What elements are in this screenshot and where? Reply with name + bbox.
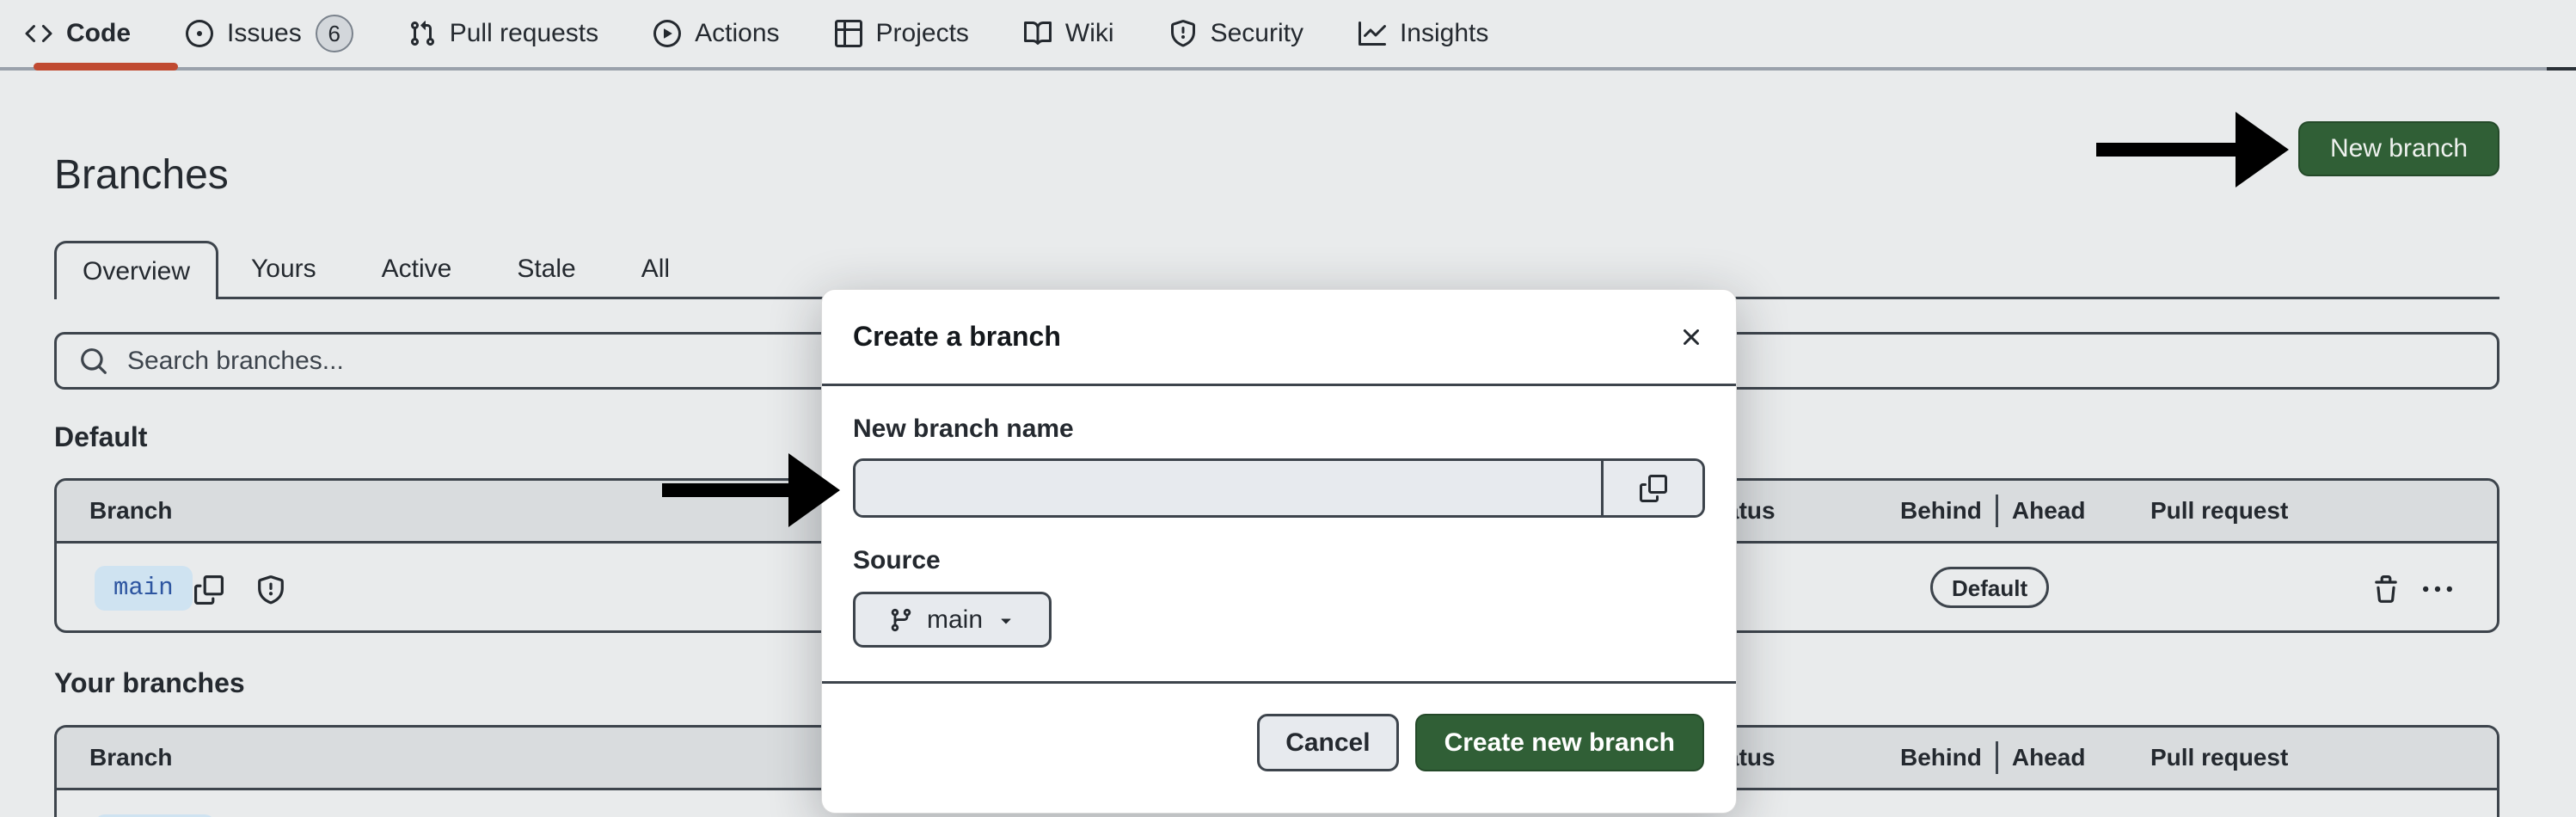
selected-tab-underline	[34, 63, 178, 71]
new-branch-button[interactable]: New branch	[2298, 121, 2499, 176]
nav-tab-wiki[interactable]: Wiki	[1023, 0, 1114, 67]
nav-tab-code[interactable]: Code	[25, 0, 178, 71]
modal-body: New branch name Source main	[822, 415, 1736, 648]
git-pull-request-icon	[410, 21, 434, 46]
default-branch-badge: Default	[1930, 567, 2050, 608]
column-behind: Behind	[1900, 744, 1982, 771]
play-icon	[653, 20, 682, 47]
branch-protection-button[interactable]	[256, 573, 291, 607]
table-row-partial	[57, 790, 2497, 817]
annotation-arrow-new-branch	[2096, 112, 2289, 187]
nav-tab-label: Wiki	[1064, 19, 1114, 47]
modal-footer-divider	[822, 681, 1736, 684]
git-branch-icon	[891, 608, 911, 631]
tab-list: Yours Active Stale All	[218, 241, 702, 298]
branch-menu-button[interactable]	[2423, 573, 2457, 607]
source-branch-dropdown[interactable]: main	[853, 592, 1052, 648]
issues-count-badge: 6	[315, 15, 353, 52]
nav-tab-label: Security	[1210, 19, 1303, 47]
column-ahead: Ahead	[2011, 497, 2086, 524]
copy-name-button[interactable]	[1601, 461, 1702, 515]
create-branch-modal: Create a branch New branch name Source m…	[821, 289, 1737, 814]
nav-tab-label: Code	[66, 19, 131, 47]
behind-ahead-divider	[1995, 494, 1998, 527]
nav-tab-label: Pull requests	[449, 19, 599, 47]
default-section-heading: Default	[54, 421, 148, 452]
repo-nav: Code Issues 6 Pull requests Actions Proj…	[0, 0, 2576, 71]
nav-tab-pull-requests[interactable]: Pull requests	[408, 0, 598, 67]
column-pull-request: Pull request	[2150, 744, 2289, 771]
shield-icon	[1170, 20, 1195, 47]
behind-ahead-divider	[1995, 741, 1998, 774]
tab-overview[interactable]: Overview	[54, 241, 218, 299]
nav-bottom-border-dark-segment	[2547, 67, 2576, 71]
table-row-main: main Default	[57, 544, 2497, 630]
book-icon	[1023, 21, 1052, 45]
nav-tab-projects[interactable]: Projects	[834, 0, 969, 67]
nav-tab-label: Insights	[1399, 19, 1489, 47]
branch-name-main[interactable]: main	[95, 566, 193, 611]
tab-stale[interactable]: Stale	[517, 255, 576, 283]
modal-close-button[interactable]	[1671, 316, 1712, 358]
column-behind-ahead: Behind Ahead	[1900, 728, 2085, 788]
column-behind: Behind	[1900, 497, 1982, 524]
copy-branch-name-button[interactable]	[194, 573, 229, 607]
branch-name-label: New branch name	[853, 415, 1074, 443]
branch-name-input[interactable]	[856, 461, 1601, 515]
source-branch-value: main	[926, 605, 984, 634]
column-behind-ahead: Behind Ahead	[1900, 481, 2085, 541]
tab-active[interactable]: Active	[381, 255, 452, 283]
nav-tab-actions[interactable]: Actions	[653, 0, 780, 67]
column-branch: Branch	[89, 744, 173, 771]
annotation-arrow-branch-name-input	[662, 453, 840, 527]
modal-title: Create a branch	[853, 321, 1061, 352]
search-icon	[81, 347, 107, 374]
branch-name-input-group	[853, 458, 1705, 518]
nav-tab-label: Issues	[227, 19, 302, 47]
modal-footer: Cancel Create new branch	[822, 684, 1736, 771]
tab-all[interactable]: All	[641, 255, 671, 283]
your-branches-heading: Your branches	[54, 667, 245, 698]
nav-bottom-border	[0, 67, 2576, 71]
source-label: Source	[853, 546, 941, 574]
tab-yours[interactable]: Yours	[251, 255, 316, 283]
issue-opened-icon	[186, 20, 213, 47]
project-table-icon	[834, 20, 862, 47]
copy-icon	[1639, 474, 1667, 502]
column-pull-request: Pull request	[2150, 497, 2289, 524]
shield-exclamation-icon	[258, 575, 284, 605]
nav-tab-security[interactable]: Security	[1169, 0, 1303, 67]
nav-tab-label: Actions	[695, 19, 780, 47]
kebab-horizontal-icon	[2423, 586, 2452, 593]
close-icon	[1684, 329, 1700, 345]
column-branch: Branch	[89, 497, 173, 524]
branch-name-badge-partial[interactable]	[95, 814, 215, 817]
copy-icon	[194, 575, 224, 605]
graph-icon	[1358, 22, 1386, 46]
delete-branch-button[interactable]	[2371, 573, 2406, 607]
nav-tab-label: Projects	[875, 19, 969, 47]
nav-tab-insights[interactable]: Insights	[1358, 0, 1489, 67]
create-new-branch-button[interactable]: Create new branch	[1414, 714, 1704, 771]
chevron-down-icon	[1001, 618, 1011, 624]
trash-icon	[2375, 575, 2397, 603]
code-icon	[25, 24, 52, 43]
page-title: Branches	[54, 152, 229, 199]
nav-tab-issues[interactable]: Issues 6	[186, 0, 353, 67]
modal-header: Create a branch	[822, 290, 1736, 386]
cancel-button[interactable]: Cancel	[1257, 714, 1399, 771]
column-ahead: Ahead	[2011, 744, 2086, 771]
